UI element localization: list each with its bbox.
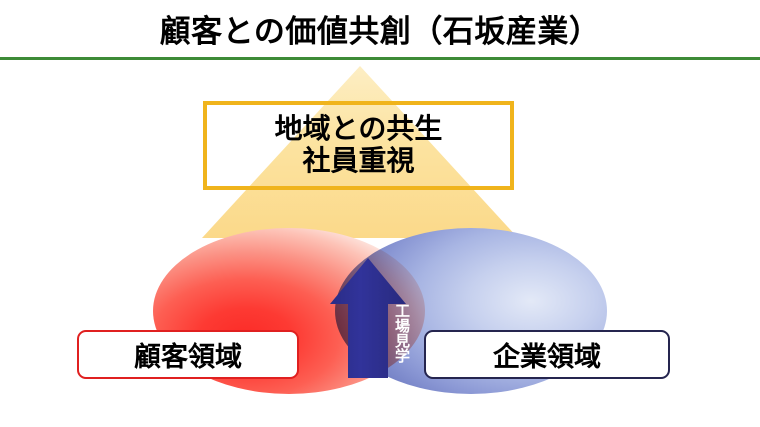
title-area: 顧客との価値共創（石坂産業）	[0, 0, 760, 60]
title-divider	[0, 57, 760, 60]
emphasis-box-text: 地域との共生 社員重視	[207, 105, 510, 186]
emphasis-box-line-1: 地域との共生	[274, 113, 443, 145]
company-domain-label: 企業領域	[493, 342, 601, 372]
customer-domain-label: 顧客領域	[134, 342, 242, 372]
emphasis-box-line-2: 社員重視	[302, 146, 415, 177]
up-arrow-icon	[330, 258, 406, 378]
emphasis-box: 地域との共生 社員重視	[203, 101, 514, 190]
company-domain-label-box: 企業領域	[424, 330, 670, 379]
page-title: 顧客との価値共創（石坂産業）	[159, 14, 601, 49]
factory-tour-arrow-label: 工場見学	[393, 303, 409, 363]
customer-domain-label-box: 顧客領域	[77, 330, 299, 379]
factory-tour-arrow: 工場見学	[328, 256, 409, 380]
value-triangle	[202, 66, 518, 238]
